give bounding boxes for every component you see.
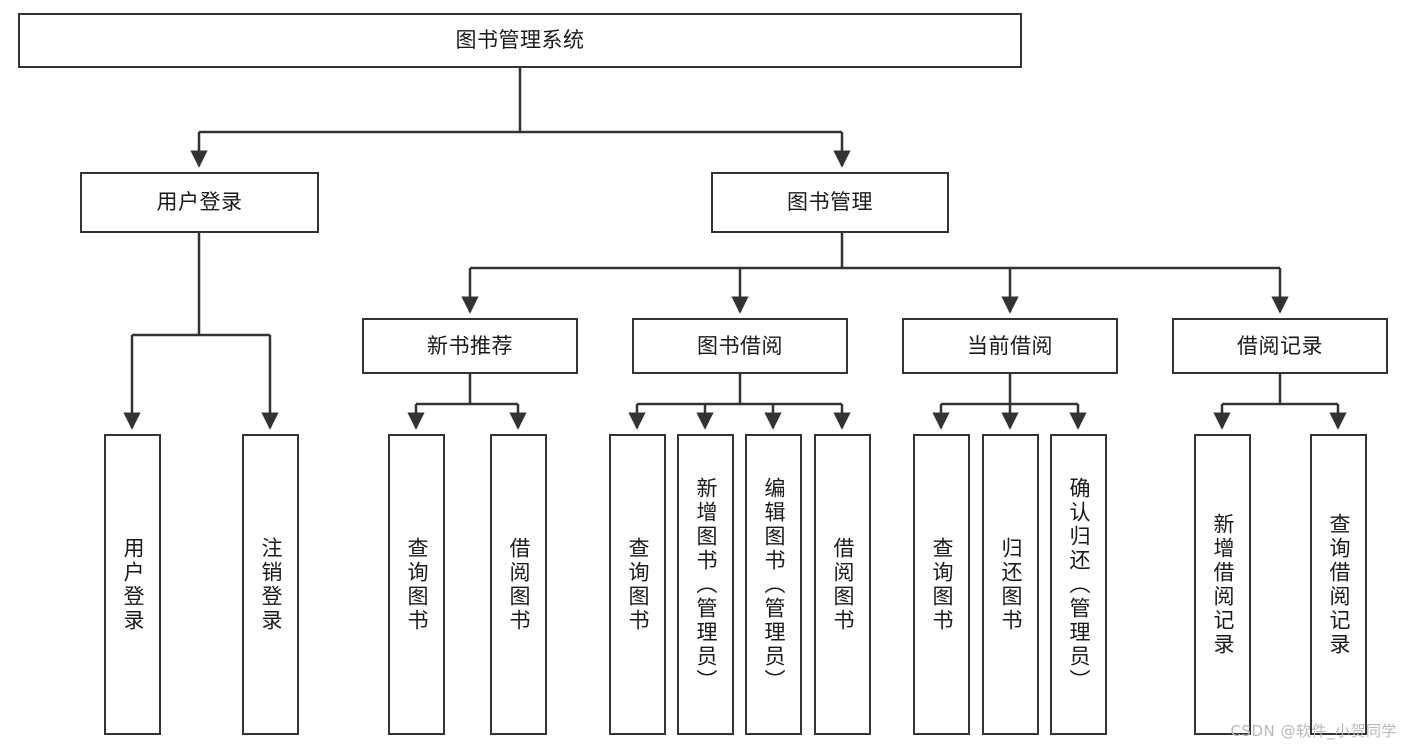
node-user-login-label: 用户登录 [156,190,243,215]
node-leaf-confirm-return[interactable]: 确认归还（管理员） [1050,434,1107,735]
node-leaf-query-book-1[interactable]: 查询图书 [388,434,445,735]
node-leaf-query-book-3-label: 查询图书 [930,536,954,633]
node-leaf-add-book-label: 新增图书（管理员） [694,476,718,693]
node-user-login[interactable]: 用户登录 [80,172,319,233]
node-leaf-edit-book-label: 编辑图书（管理员） [762,476,786,693]
node-leaf-borrow-book-2[interactable]: 借阅图书 [814,434,871,735]
node-leaf-user-login-label: 用户登录 [121,536,145,633]
node-leaf-query-book-2[interactable]: 查询图书 [609,434,666,735]
node-leaf-query-book-3[interactable]: 查询图书 [913,434,970,735]
node-new-book-rec[interactable]: 新书推荐 [362,318,578,374]
node-leaf-return-book-label: 归还图书 [999,536,1023,633]
node-leaf-add-record-label: 新增借阅记录 [1211,512,1235,657]
node-book-manage-label: 图书管理 [787,190,873,215]
node-book-manage[interactable]: 图书管理 [711,172,949,233]
node-root[interactable]: 图书管理系统 [18,13,1022,68]
node-current-borrow-label: 当前借阅 [967,333,1053,358]
node-leaf-borrow-book-1-label: 借阅图书 [507,536,531,633]
watermark-text: CSDN @软件_小贺同学 [1230,722,1397,740]
node-current-borrow[interactable]: 当前借阅 [902,318,1118,374]
node-borrow-record[interactable]: 借阅记录 [1172,318,1388,374]
node-leaf-logout[interactable]: 注销登录 [242,434,299,735]
node-leaf-query-book-2-label: 查询图书 [626,536,650,633]
node-leaf-borrow-book-2-label: 借阅图书 [831,536,855,633]
node-root-label: 图书管理系统 [455,28,585,53]
node-leaf-user-login[interactable]: 用户登录 [104,434,161,735]
node-leaf-query-record-label: 查询借阅记录 [1327,512,1351,657]
node-leaf-return-book[interactable]: 归还图书 [982,434,1039,735]
node-leaf-confirm-return-label: 确认归还（管理员） [1067,476,1091,693]
node-leaf-query-record[interactable]: 查询借阅记录 [1310,434,1367,735]
node-leaf-add-record[interactable]: 新增借阅记录 [1194,434,1251,735]
node-new-book-rec-label: 新书推荐 [427,333,513,358]
node-book-borrow-label: 图书借阅 [697,333,783,358]
node-leaf-query-book-1-label: 查询图书 [405,536,429,633]
node-leaf-edit-book[interactable]: 编辑图书（管理员） [745,434,802,735]
node-borrow-record-label: 借阅记录 [1237,333,1323,358]
node-leaf-borrow-book-1[interactable]: 借阅图书 [490,434,547,735]
node-book-borrow[interactable]: 图书借阅 [632,318,848,374]
node-leaf-logout-label: 注销登录 [259,536,283,633]
node-leaf-add-book[interactable]: 新增图书（管理员） [677,434,734,735]
